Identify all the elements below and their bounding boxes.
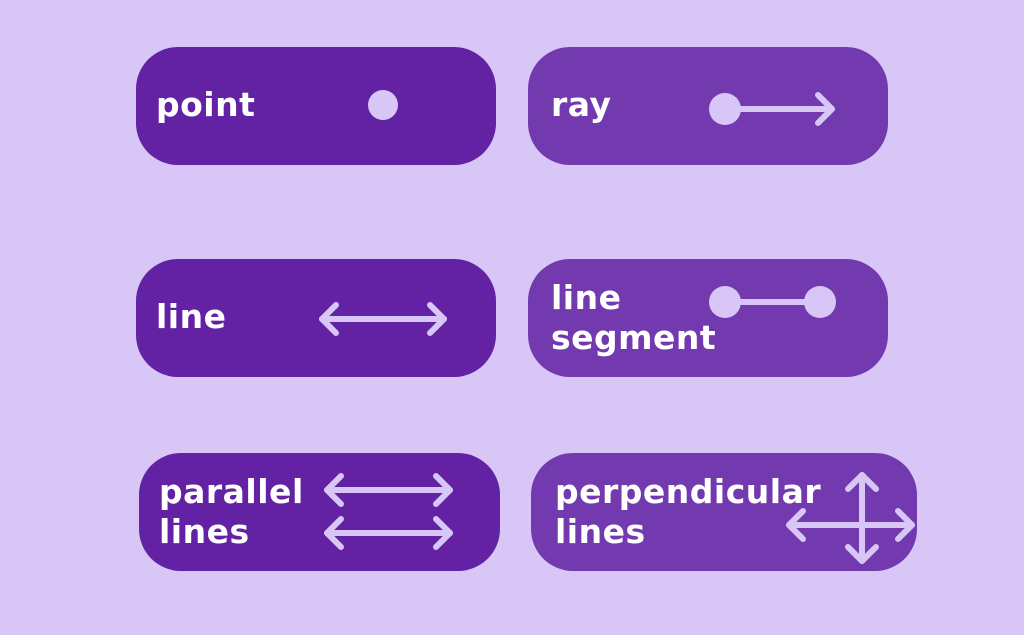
label-line: lines xyxy=(555,512,646,551)
card-ray: ray xyxy=(528,47,888,165)
label-line: ray xyxy=(551,85,612,124)
ray-icon xyxy=(709,92,835,126)
line-segment-icon xyxy=(709,286,836,318)
card-perpendicular-lines: perpendicular lines xyxy=(531,453,917,571)
label-line: line xyxy=(551,278,622,317)
point-icon xyxy=(368,90,398,120)
label-line: line xyxy=(156,297,227,336)
card-line-segment: line segment xyxy=(528,259,888,377)
card-label: perpendicular lines xyxy=(555,472,821,552)
card-parallel-lines: parallel lines xyxy=(139,453,500,571)
card-label: line xyxy=(156,297,227,337)
card-label: point xyxy=(156,85,255,125)
label-line: perpendicular xyxy=(555,472,822,511)
card-line: line xyxy=(136,259,496,377)
card-label: ray xyxy=(551,85,612,125)
label-line: lines xyxy=(159,512,250,551)
parallel-lines-icon xyxy=(324,473,453,550)
card-label: parallel lines xyxy=(159,472,304,552)
line-icon xyxy=(319,302,447,336)
perpendicular-lines-icon xyxy=(786,472,915,564)
label-line: segment xyxy=(551,318,717,357)
card-label: line segment xyxy=(551,278,716,358)
label-line: point xyxy=(156,85,256,124)
card-point: point xyxy=(136,47,496,165)
label-line: parallel xyxy=(159,472,304,511)
